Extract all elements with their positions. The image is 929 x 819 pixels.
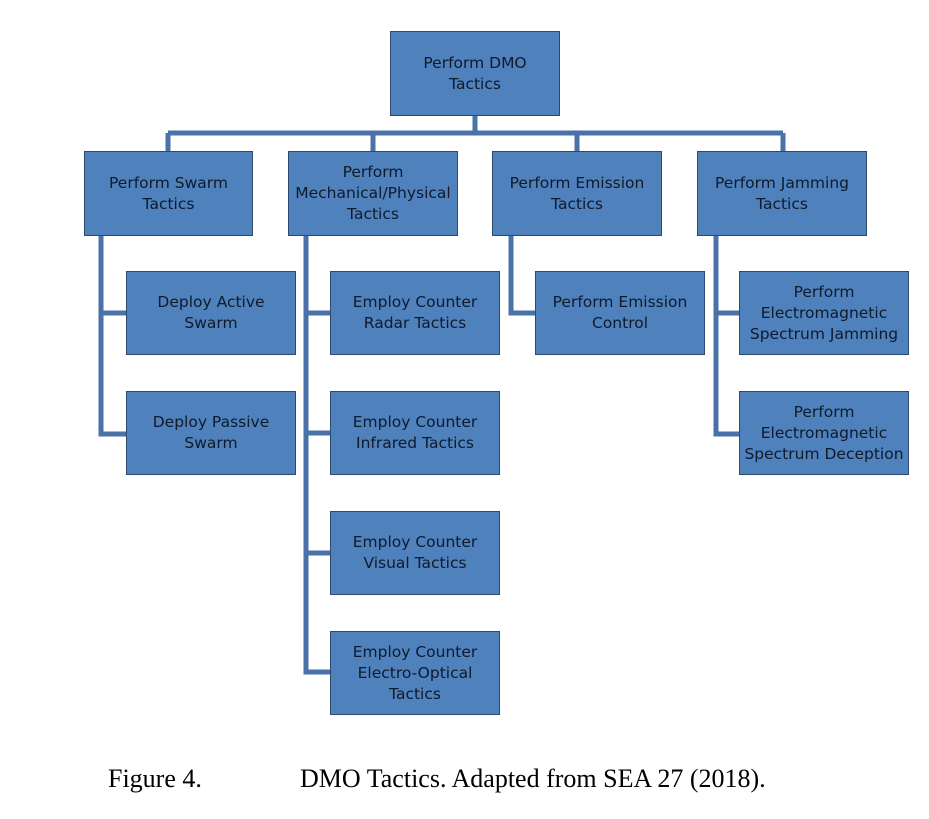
branch-node-swarm: Perform Swarm Tactics xyxy=(84,151,253,236)
root-node-label: Perform DMO Tactics xyxy=(423,53,527,93)
leaf-node: Employ Counter Visual Tactics xyxy=(330,511,500,595)
branch-node-label: Perform Emission Tactics xyxy=(509,173,645,213)
branch-node-label: Perform Mechanical/Physical Tactics xyxy=(295,163,451,223)
leaf-node-label: Perform Emission Control xyxy=(552,293,688,332)
leaf-node: Perform Emission Control xyxy=(535,271,705,355)
leaf-node: Deploy Passive Swarm xyxy=(126,391,296,475)
branch-node-label: Perform Jamming Tactics xyxy=(714,173,849,213)
branch-node-jamming: Perform Jamming Tactics xyxy=(697,151,867,236)
emission-spine-connector xyxy=(508,236,536,316)
leaf-node-label: Employ Counter Radar Tactics xyxy=(352,293,478,332)
leaf-node-label: Perform Electromagnetic Spectrum Jamming xyxy=(749,282,899,343)
swarm-spine-connector xyxy=(98,236,128,437)
leaf-node-label: Deploy Active Swarm xyxy=(157,293,265,332)
leaf-node-label: Employ Counter Electro-Optical Tactics xyxy=(352,642,478,703)
jamming-spine-connector xyxy=(713,236,740,437)
leaf-node: Employ Counter Infrared Tactics xyxy=(330,391,500,475)
branch-node-label: Perform Swarm Tactics xyxy=(109,173,228,213)
leaf-node-label: Employ Counter Infrared Tactics xyxy=(352,413,478,452)
mechanical-spine-connector xyxy=(303,236,332,675)
branch-node-emission: Perform Emission Tactics xyxy=(492,151,662,236)
leaf-node: Perform Electromagnetic Spectrum Jamming xyxy=(739,271,909,355)
figure-number: Figure 4. xyxy=(108,764,202,793)
leaf-node-label: Employ Counter Visual Tactics xyxy=(352,533,478,572)
leaf-node: Employ Counter Radar Tactics xyxy=(330,271,500,355)
branch-node-mechanical-physical: Perform Mechanical/Physical Tactics xyxy=(288,151,458,236)
leaf-node: Perform Electromagnetic Spectrum Decepti… xyxy=(739,391,909,475)
leaf-node-label: Deploy Passive Swarm xyxy=(152,413,270,452)
leaf-node-label: Perform Electromagnetic Spectrum Decepti… xyxy=(744,402,904,463)
figure-caption: DMO Tactics. Adapted from SEA 27 (2018). xyxy=(300,764,766,793)
leaf-node: Deploy Active Swarm xyxy=(126,271,296,355)
root-node: Perform DMO Tactics xyxy=(390,31,560,116)
leaf-node: Employ Counter Electro-Optical Tactics xyxy=(330,631,500,715)
